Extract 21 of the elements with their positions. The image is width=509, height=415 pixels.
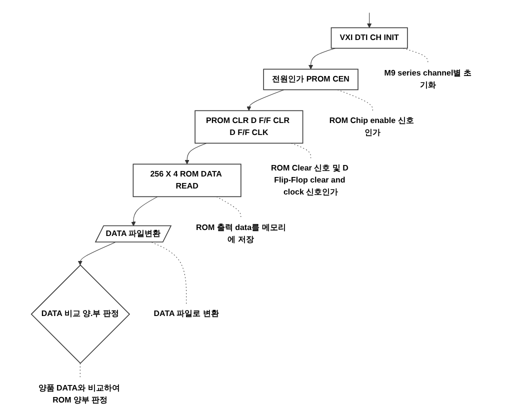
arrow — [247, 89, 285, 111]
node-box: VXI DTI CH INIT — [331, 27, 408, 49]
arrow — [132, 196, 158, 226]
node-text: M9 series channel별 초기화 — [384, 68, 472, 90]
connector — [338, 89, 374, 111]
arrow — [367, 12, 372, 28]
connector — [403, 48, 429, 64]
node-text: 양품 DATA와 비교하여 ROM 양부 판정 — [38, 384, 120, 405]
node-text: DATA 파일로 변환 — [154, 309, 220, 318]
node-box: 256 X 4 ROM DATA READ — [133, 164, 242, 198]
node-diamond: DATA 비교 양.부 판정 — [31, 264, 131, 364]
node-text: ROM 출력 data를 메모리에 저장 — [196, 222, 286, 244]
connector — [80, 362, 81, 378]
arrow — [308, 48, 336, 70]
node-box: PROM CLR D F/F CLR D F/F CLK — [195, 110, 304, 144]
node-box: 전원인가 PROM CEN — [264, 68, 359, 90]
node-text: ROM Chip enable 신호 인가 — [330, 116, 414, 138]
node-text: ROM Clear 신호 및 D Flip-Flop clear and clock 신호인가 — [271, 163, 349, 197]
arrow — [185, 142, 208, 164]
connector — [292, 142, 312, 158]
connector — [216, 196, 242, 218]
